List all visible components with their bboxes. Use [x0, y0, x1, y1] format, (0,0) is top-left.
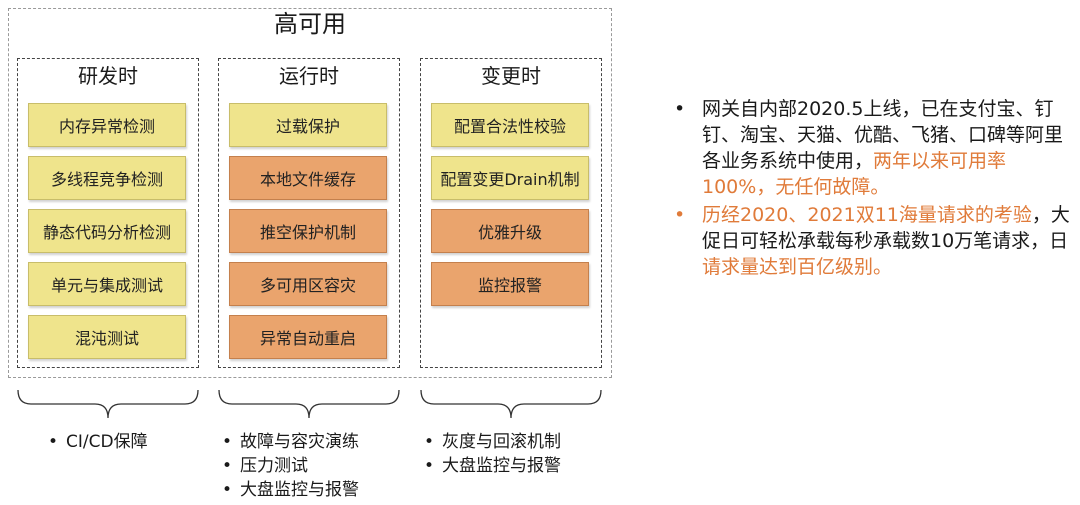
high-availability-frame [8, 8, 612, 378]
column-title: 运行时 [279, 64, 339, 88]
note-text: 网关自内部2020.5上线，已在支付宝、钉钉、淘宝、天猫、优酷、飞猪、口碑等阿里… [702, 98, 1064, 172]
bullet-icon: • [674, 204, 686, 226]
main-title: 高可用 [274, 10, 346, 38]
column-runtime: 运行时 过载保护 本地文件缓存 推空保护机制 多可用区容灾 异常自动重启 [218, 58, 400, 368]
item-box: 单元与集成测试 [28, 262, 186, 306]
notes-list: • 网关自内部2020.5上线，已在支付宝、钉钉、淘宝、天猫、优酷、飞猪、口碑等阿… [672, 96, 1072, 282]
item-box: 静态代码分析检测 [28, 209, 186, 253]
list-item: 大盘监控与报警 [222, 478, 359, 502]
item-box: 配置合法性校验 [431, 103, 589, 147]
note-text: ，大促日可轻松承载每秒承载数10万笔请求，日 [702, 204, 1070, 252]
list-item: 压力测试 [222, 454, 359, 478]
item-box: 异常自动重启 [229, 315, 387, 359]
item-box: 过载保护 [229, 103, 387, 147]
brace-runtime [218, 389, 400, 419]
list-item: 灰度与回滚机制 [424, 430, 561, 454]
list-item: 故障与容灾演练 [222, 430, 359, 454]
note-highlight: 历经2020、2021双11海量请求的考验 [702, 204, 1032, 226]
column-change: 变更时 配置合法性校验 配置变更Drain机制 优雅升级 监控报警 [420, 58, 602, 368]
note-highlight: 请求量达到百亿级别。 [702, 256, 893, 278]
item-box: 配置变更Drain机制 [431, 156, 589, 200]
item-box: 内存异常检测 [28, 103, 186, 147]
item-box: 推空保护机制 [229, 209, 387, 253]
item-box: 多可用区容灾 [229, 262, 387, 306]
item-box: 多线程竞争检测 [28, 156, 186, 200]
bullet-icon: • [674, 98, 686, 120]
note-item: • 历经2020、2021双11海量请求的考验，大促日可轻松承载每秒承载数10万笔… [672, 202, 1072, 280]
item-box: 监控报警 [431, 262, 589, 306]
note-item: • 网关自内部2020.5上线，已在支付宝、钉钉、淘宝、天猫、优酷、飞猪、口碑等阿… [672, 96, 1072, 200]
column-dev: 研发时 内存异常检测 多线程竞争检测 静态代码分析检测 单元与集成测试 混沌测试 [17, 58, 199, 368]
column-title: 研发时 [78, 64, 138, 88]
item-box: 优雅升级 [431, 209, 589, 253]
bottom-list-runtime: 故障与容灾演练 压力测试 大盘监控与报警 [222, 430, 359, 502]
note-highlight: 两年以来可用率100%，无任何故障。 [702, 150, 1007, 198]
list-item: CI/CD保障 [48, 430, 148, 454]
list-item: 大盘监控与报警 [424, 454, 561, 478]
brace-change [420, 389, 602, 419]
column-title: 变更时 [481, 64, 541, 88]
bottom-list-dev: CI/CD保障 [48, 430, 148, 454]
item-box: 本地文件缓存 [229, 156, 387, 200]
bottom-list-change: 灰度与回滚机制 大盘监控与报警 [424, 430, 561, 478]
item-box: 混沌测试 [28, 315, 186, 359]
brace-dev [17, 389, 199, 419]
